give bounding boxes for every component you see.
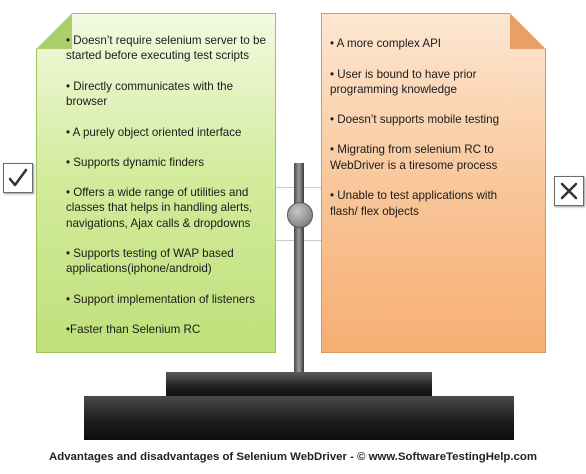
advantage-line: • A purely object oriented interface [66,126,242,139]
disadvantage-line: • A more complex API [330,37,442,50]
disadvantage-line: flash/ flex objects [330,205,419,218]
balance-knob [287,202,313,228]
disadvantage-line: WebDriver is a tiresome process [330,159,498,172]
advantage-line: • Supports dynamic finders [66,156,205,169]
figure-caption: Advantages and disadvantages of Selenium… [49,451,537,463]
check-icon [3,163,33,193]
advantage-line: applications(iphone/android) [66,262,212,275]
disadvantage-line: programming knowledge [330,83,457,96]
advantage-line: • Support implementation of listeners [66,293,256,306]
disadvantage-line: • Doesn’t supports mobile testing [330,113,500,126]
balance-pole [294,163,304,373]
advantage-line: classes that helps in handling alerts, [66,201,253,214]
stand-base-top [166,372,432,396]
advantage-line: • Supports testing of WAP based [66,247,234,260]
disadvantage-line: • Migrating from selenium RC to [330,143,494,156]
advantages-card-fold [36,13,72,49]
advantages-card [36,13,276,353]
advantage-line: •Faster than Selenium RC [66,323,201,336]
disadvantage-line: • Unable to test applications with [330,189,498,202]
advantage-line: • Doesn’t require selenium server to be [66,34,266,47]
advantage-line: • Directly communicates with the [66,80,234,93]
stand-base-bottom [84,396,514,440]
disadvantages-card-fold [510,13,546,49]
advantage-line: browser [66,95,108,108]
disadvantage-line: • User is bound to have prior [330,68,477,81]
cross-icon [554,176,584,206]
advantage-line: • Offers a wide range of utilities and [66,186,249,199]
disadvantages-card [321,13,546,353]
advantage-line: started before executing test scripts [66,49,250,62]
advantage-line: navigations, Ajax calls & dropdowns [66,217,251,230]
